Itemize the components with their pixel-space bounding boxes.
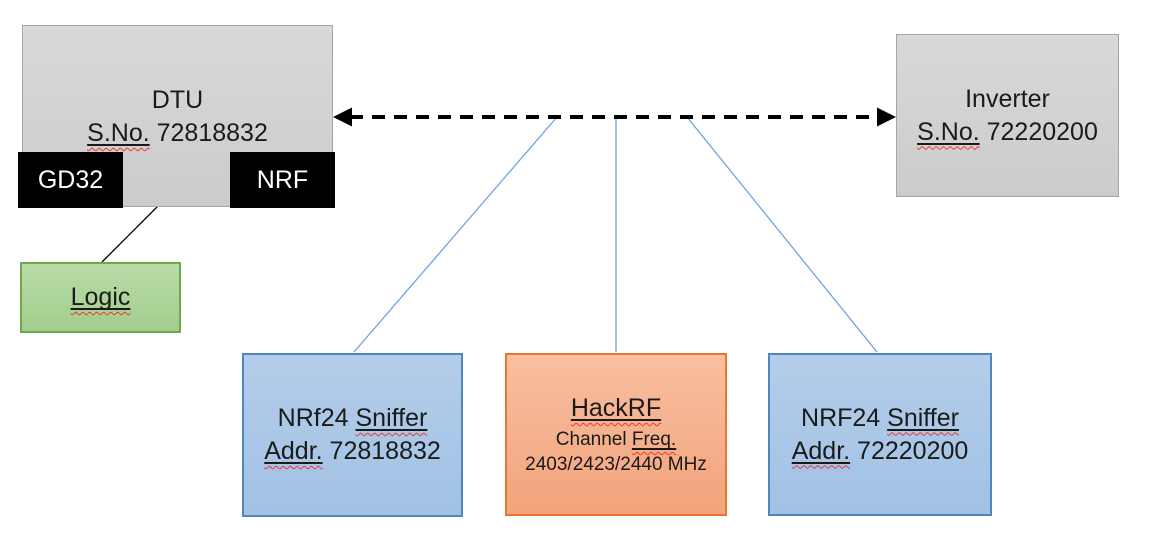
hackrf-box: HackRF Channel Freq. 2403/2423/2440 MHz	[505, 353, 727, 516]
sniffer-right-title: NRF24 Sniffer	[801, 402, 959, 435]
sniffer-right-box: NRF24 Sniffer Addr. 72220200	[768, 353, 992, 516]
dtu-title: DTU	[151, 86, 204, 114]
hackrf-frequencies: 2403/2423/2440 MHz	[525, 454, 707, 475]
link-line-to-sniffer-right	[686, 116, 878, 353]
sniffer-right-addr: Addr. 72220200	[792, 435, 969, 468]
sniffer-right-title-prefix: NRF24	[801, 403, 881, 432]
dashed-arrowhead-right-icon	[877, 107, 896, 127]
sniffer-right-addr-value: 72220200	[857, 436, 969, 465]
sniffer-left-title: NRf24 Sniffer	[278, 402, 428, 435]
inverter-serial-value: 72220200	[986, 117, 1098, 146]
hackrf-channel-line: Channel Freq.	[556, 427, 676, 452]
dtu-serial-label: S.No.	[87, 119, 150, 147]
inverter-serial-label: S.No.	[917, 117, 980, 146]
nrf-chip: NRF	[230, 152, 335, 208]
sniffer-left-box: NRf24 Sniffer Addr. 72818832	[242, 353, 463, 517]
gd32-chip: GD32	[18, 152, 123, 208]
sniffer-right-addr-label: Addr.	[791, 436, 851, 465]
nrf-label: NRF	[256, 165, 309, 194]
logic-label: Logic	[70, 283, 131, 311]
sniffer-right-title-word: Sniffer	[887, 403, 959, 432]
dtu-serial-value: 72818832	[156, 119, 268, 147]
inverter-title: Inverter	[965, 84, 1050, 113]
sniffer-left-addr-value: 72818832	[329, 437, 441, 465]
gd32-label: GD32	[37, 165, 104, 194]
logic-box: Logic	[20, 262, 181, 333]
hackrf-freq-word: Freq.	[631, 429, 677, 450]
dtu-serial: S.No. 72818832	[87, 117, 268, 150]
dashed-arrowhead-left-icon	[333, 107, 352, 127]
link-line-to-sniffer-left	[353, 116, 558, 353]
hackrf-title: HackRF	[571, 392, 661, 424]
hackrf-title-word: HackRF	[570, 394, 662, 422]
sniffer-left-addr-label: Addr.	[264, 437, 323, 465]
sniffer-left-title-prefix: NRf24	[277, 404, 349, 432]
hackrf-channel-prefix: Channel	[555, 429, 627, 450]
sniffer-left-addr: Addr. 72818832	[264, 435, 441, 468]
sniffer-left-title-word: Sniffer	[355, 404, 428, 432]
inverter-serial: S.No. 72220200	[917, 116, 1098, 149]
inverter-box: Inverter S.No. 72220200	[896, 34, 1119, 197]
